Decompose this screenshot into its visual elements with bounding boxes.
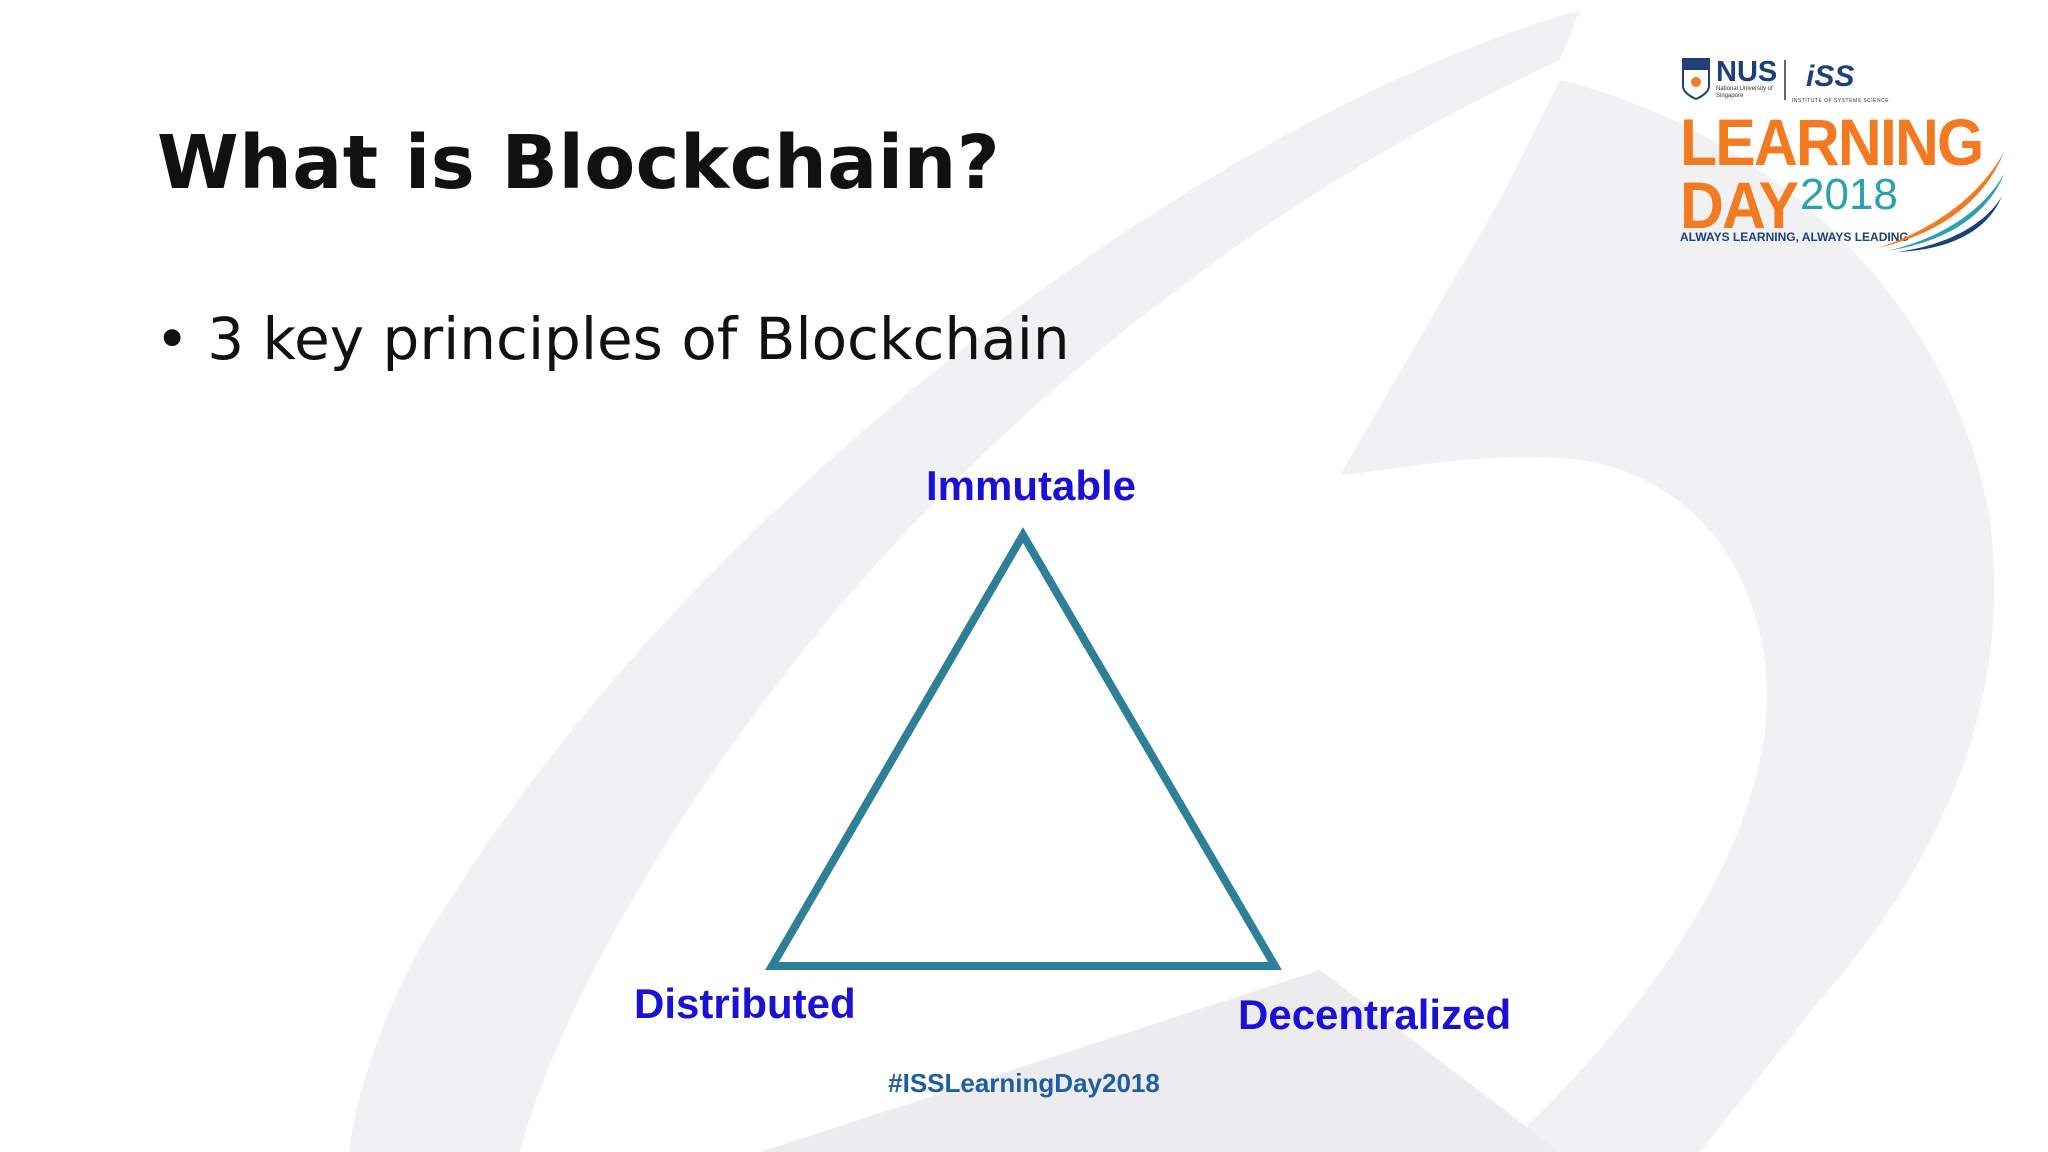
principles-triangle (765, 527, 1282, 970)
event-hashtag: #ISSLearningDay2018 (888, 1068, 1160, 1098)
logo-divider (1784, 60, 1786, 100)
watermark-shape (350, 10, 1580, 1152)
nus-crest-icon (1682, 58, 1710, 100)
nus-subtitle: National University of Singapore (1716, 86, 1773, 99)
watermark-shape (1340, 80, 1995, 1152)
vertex-label-bottom-right: Decentralized (1238, 991, 1512, 1038)
iss-wordmark: iSS (1806, 60, 1855, 93)
year-wordmark: 2018 (1800, 170, 1898, 219)
iss-subtitle: INSTITUTE OF SYSTEMS SCIENCE (1792, 98, 1890, 104)
learning-day-logo: NUS National University of Singapore iSS… (1676, 52, 2006, 252)
watermark-shape (760, 970, 1560, 1152)
day-wordmark: DAY (1680, 168, 1799, 242)
nus-wordmark: NUS (1716, 56, 1778, 88)
swoosh-icon (1878, 152, 2004, 252)
vertex-label-bottom-left: Distributed (634, 980, 856, 1027)
bullet-item: •3 key principles of Blockchain (155, 305, 1070, 373)
vertex-label-top: Immutable (926, 462, 1137, 509)
learning-wordmark: LEARNING (1680, 105, 1984, 179)
bullet-dot-icon: • (155, 305, 190, 373)
logo-tagline: ALWAYS LEARNING, ALWAYS LEADING (1680, 230, 1909, 244)
slide-title: What is Blockchain? (157, 120, 1001, 206)
bullet-text: 3 key principles of Blockchain (207, 305, 1070, 373)
